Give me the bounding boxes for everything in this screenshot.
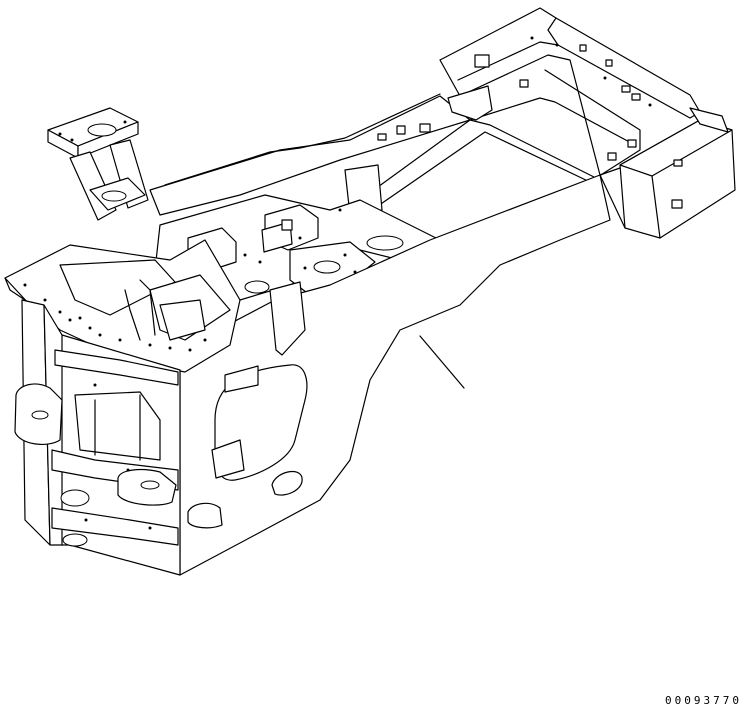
side-panel — [179, 174, 626, 576]
figure-code: 00093770 — [665, 694, 742, 707]
front-face — [14, 299, 223, 576]
rear-end-box — [619, 107, 736, 239]
mid-deck — [154, 194, 441, 301]
center-brackets — [124, 219, 306, 356]
top-mount-bracket — [47, 107, 149, 221]
